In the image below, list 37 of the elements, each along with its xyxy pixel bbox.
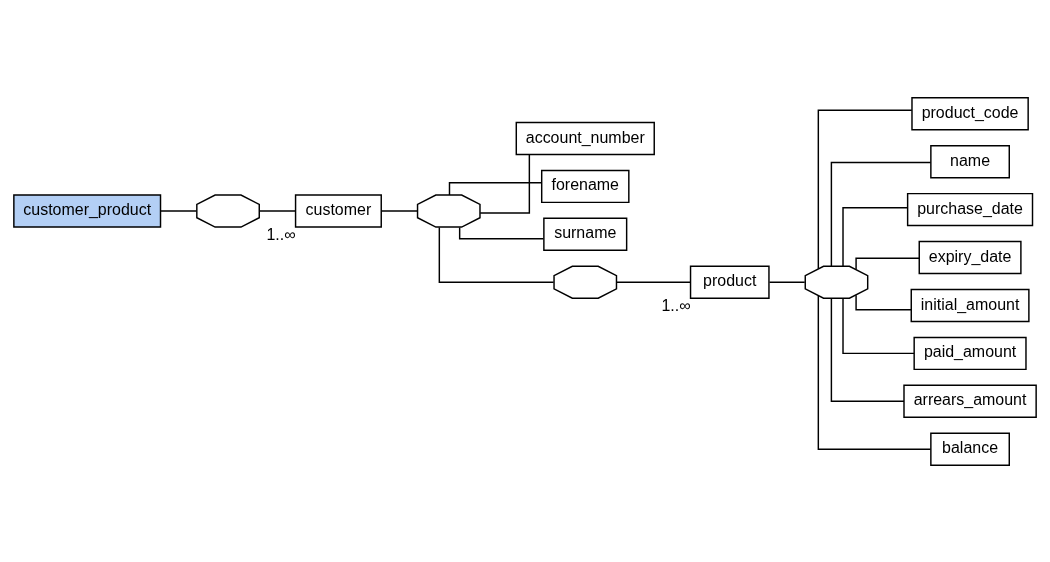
node-octagon [416,193,481,228]
node-box: paid_amount [913,336,1027,370]
connector [817,108,913,269]
node-box: initial_amount [910,288,1030,322]
node-octagon [553,265,618,299]
node-box: product_code [911,96,1029,130]
node-box: arrears_amount [903,384,1037,418]
connector [258,209,297,212]
connector [842,297,915,354]
node-box: product [689,265,770,299]
node-box: forename [540,169,630,203]
node-label: 1..∞ [266,225,296,243]
node-box: surname [543,217,628,251]
connector [855,294,912,311]
node-box: name [930,144,1010,178]
connector [830,161,932,267]
connector [830,297,905,402]
connector [479,153,531,214]
connector [458,226,545,239]
connector [615,281,691,283]
connector [438,226,555,283]
node-box: expiry_date [918,240,1022,274]
connector [448,181,543,196]
node-label: 1..∞ [661,296,691,314]
connector [380,209,418,212]
node-octagon [196,193,260,228]
connector [842,206,908,267]
connector [768,281,806,283]
connector [160,209,198,212]
node-octagon [804,265,869,299]
node-box: account_number [515,121,655,155]
node-box: balance [930,432,1010,466]
connector [855,257,920,270]
connector [817,294,932,450]
node-box: customer [294,193,382,228]
node-box: purchase_date [906,192,1034,226]
node-box: customer_product [13,193,162,228]
